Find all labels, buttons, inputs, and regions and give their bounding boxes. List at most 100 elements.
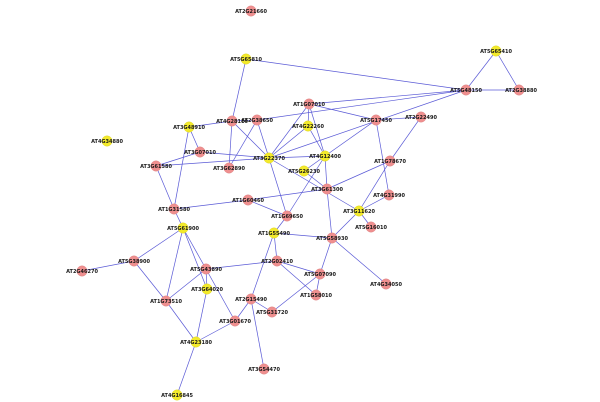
node-label: AT1G73510 [150, 299, 182, 305]
node-AT1G58010[interactable]: AT1G58010 [300, 289, 332, 301]
node-AT4G16845[interactable]: AT4G16845 [161, 389, 193, 401]
node-marker[interactable] [229, 315, 241, 327]
node-marker[interactable] [194, 146, 206, 158]
node-marker[interactable] [245, 5, 257, 17]
node-marker[interactable] [128, 255, 140, 267]
node-AT3G48910[interactable]: AT3G48910 [173, 121, 205, 133]
node-AT1G31580[interactable]: AT1G31580 [158, 203, 190, 215]
node-AT5G65410[interactable]: AT5G65410 [480, 45, 512, 57]
node-AT4G34880[interactable]: AT4G34880 [91, 135, 123, 147]
node-AT2G22490[interactable]: AT2G22490 [405, 111, 437, 123]
node-marker[interactable] [150, 160, 162, 172]
node-AT2G38880[interactable]: AT2G38880 [505, 84, 537, 96]
node-marker[interactable] [251, 114, 263, 126]
node-marker[interactable] [319, 150, 331, 162]
node-AT1G60460[interactable]: AT1G60460 [232, 194, 264, 206]
node-marker[interactable] [226, 115, 238, 127]
node-marker[interactable] [190, 336, 202, 348]
node-AT2G02410[interactable]: AT2G02410 [261, 255, 293, 267]
node-AT4G23180[interactable]: AT4G23180 [180, 336, 212, 348]
node-marker[interactable] [310, 289, 322, 301]
node-AT2G21660[interactable]: AT2G21660 [235, 5, 267, 17]
node-marker[interactable] [314, 268, 326, 280]
node-AT4G22260[interactable]: AT4G22260 [292, 120, 324, 132]
node-AT1G78670[interactable]: AT1G78670 [374, 155, 406, 167]
node-AT5G58930[interactable]: AT5G58930 [316, 232, 348, 244]
node-AT4G31990[interactable]: AT4G31990 [373, 189, 405, 201]
node-AT5G07090[interactable]: AT5G07090 [304, 268, 336, 280]
node-AT5G38900[interactable]: AT5G38900 [118, 255, 150, 267]
node-marker[interactable] [171, 389, 183, 401]
node-AT5G26230[interactable]: AT5G26230 [288, 165, 320, 177]
edge-AT5G61900-AT3G64020 [182, 227, 208, 290]
node-marker[interactable] [177, 222, 189, 234]
node-marker[interactable] [160, 295, 172, 307]
node-marker[interactable] [263, 152, 275, 164]
node-marker[interactable] [101, 135, 113, 147]
node-AT3G62890[interactable]: AT3G62890 [213, 162, 245, 174]
node-AT5G43890[interactable]: AT5G43890 [190, 263, 222, 275]
node-marker[interactable] [513, 84, 525, 96]
node-marker[interactable] [415, 111, 427, 123]
node-marker[interactable] [76, 265, 88, 277]
edge-AT1G78670-AT3G61300 [326, 160, 391, 190]
node-marker[interactable] [201, 283, 213, 295]
node-AT5G48150[interactable]: AT5G48150 [450, 84, 482, 96]
node-AT3G22370[interactable]: AT3G22370 [253, 152, 285, 164]
node-AT3G07010[interactable]: AT3G07010 [184, 146, 216, 158]
node-marker[interactable] [183, 121, 195, 133]
node-marker[interactable] [326, 232, 338, 244]
edge-AT4G28110-AT3G62890 [228, 120, 233, 169]
node-marker[interactable] [242, 194, 254, 206]
node-marker[interactable] [490, 45, 502, 57]
node-marker[interactable] [266, 306, 278, 318]
node-marker[interactable] [168, 203, 180, 215]
node-label: AT2G38650 [241, 118, 273, 124]
node-AT1G55490[interactable]: AT1G55490 [258, 227, 290, 239]
node-AT2G46270[interactable]: AT2G46270 [66, 265, 98, 277]
node-marker[interactable] [321, 183, 333, 195]
edge-AT5G48150-AT1G07010 [308, 89, 467, 105]
node-marker[interactable] [298, 165, 310, 177]
node-AT5G16010[interactable]: AT5G16010 [355, 221, 387, 233]
node-marker[interactable] [281, 210, 293, 222]
edge-AT1G07010-AT4G12400 [308, 103, 326, 157]
node-AT5G65810[interactable]: AT5G65810 [230, 53, 262, 65]
node-marker[interactable] [370, 114, 382, 126]
node-marker[interactable] [460, 84, 472, 96]
node-marker[interactable] [303, 98, 315, 110]
node-AT5G61900[interactable]: AT5G61900 [167, 222, 199, 234]
node-marker[interactable] [245, 293, 257, 305]
node-AT5G17450[interactable]: AT5G17450 [360, 114, 392, 126]
edge-AT4G23180-AT4G16845 [176, 341, 197, 396]
node-AT1G07010[interactable]: AT1G07010 [293, 98, 325, 110]
node-marker[interactable] [271, 255, 283, 267]
node-AT1G73510[interactable]: AT1G73510 [150, 295, 182, 307]
edges-layer [81, 50, 520, 396]
node-AT3G54470[interactable]: AT3G54470 [248, 363, 280, 375]
node-AT3G61300[interactable]: AT3G61300 [311, 183, 343, 195]
node-AT4G28110[interactable]: AT4G28110 [216, 115, 248, 127]
node-AT3G11620[interactable]: AT3G11620 [343, 205, 375, 217]
node-AT2G15490[interactable]: AT2G15490 [235, 293, 267, 305]
node-marker[interactable] [384, 155, 396, 167]
node-marker[interactable] [302, 120, 314, 132]
node-marker[interactable] [380, 278, 392, 290]
node-AT5G31720[interactable]: AT5G31720 [256, 306, 288, 318]
node-marker[interactable] [258, 363, 270, 375]
node-AT3G61580[interactable]: AT3G61580 [140, 160, 172, 172]
node-marker[interactable] [268, 227, 280, 239]
node-AT3G01670[interactable]: AT3G01670 [219, 315, 251, 327]
node-marker[interactable] [200, 263, 212, 275]
node-marker[interactable] [383, 189, 395, 201]
node-AT4G12400[interactable]: AT4G12400 [309, 150, 341, 162]
node-label: AT3G07010 [184, 150, 216, 156]
node-marker[interactable] [365, 221, 377, 233]
node-AT2G38650[interactable]: AT2G38650 [241, 114, 273, 126]
node-AT4G34050[interactable]: AT4G34050 [370, 278, 402, 290]
node-AT1G69650[interactable]: AT1G69650 [271, 210, 303, 222]
node-marker[interactable] [223, 162, 235, 174]
node-AT3G64020[interactable]: AT3G64020 [191, 283, 223, 295]
node-marker[interactable] [240, 53, 252, 65]
node-marker[interactable] [353, 205, 365, 217]
